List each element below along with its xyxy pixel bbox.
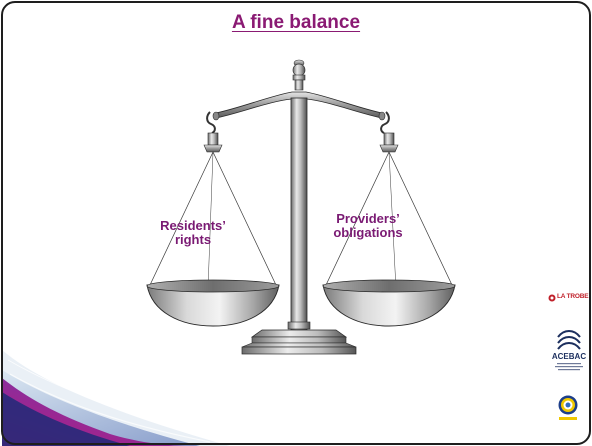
- acebac-wordmark: ACEBAC: [551, 352, 587, 361]
- la-trobe-university-logo: LA TROBE: [547, 292, 589, 306]
- slide-title: A fine balance: [231, 12, 361, 33]
- right-pan: [322, 279, 456, 327]
- scale-pole: [290, 97, 308, 331]
- providers-obligations-label: Providers’ obligations: [333, 211, 403, 240]
- acebac-waves-icon: [557, 330, 581, 350]
- decorative-swoosh: [2, 350, 230, 446]
- scale-finial: [292, 59, 306, 91]
- scale-base: [241, 329, 357, 355]
- seal-ribbon: [559, 417, 577, 420]
- left-pan-hanger: [149, 111, 277, 290]
- left-pan: [146, 279, 280, 327]
- la-trobe-crest-icon: [548, 294, 556, 302]
- acebac-logo: ACEBAC: [550, 327, 588, 375]
- seal-icon: [558, 395, 578, 415]
- government-seal-logo: [558, 395, 578, 420]
- acebac-tagline-graphic: [555, 363, 583, 371]
- la-trobe-wordmark: LA TROBE: [557, 293, 589, 300]
- residents-rights-label: Residents’ rights: [160, 218, 226, 247]
- right-pan-hanger: [325, 111, 453, 290]
